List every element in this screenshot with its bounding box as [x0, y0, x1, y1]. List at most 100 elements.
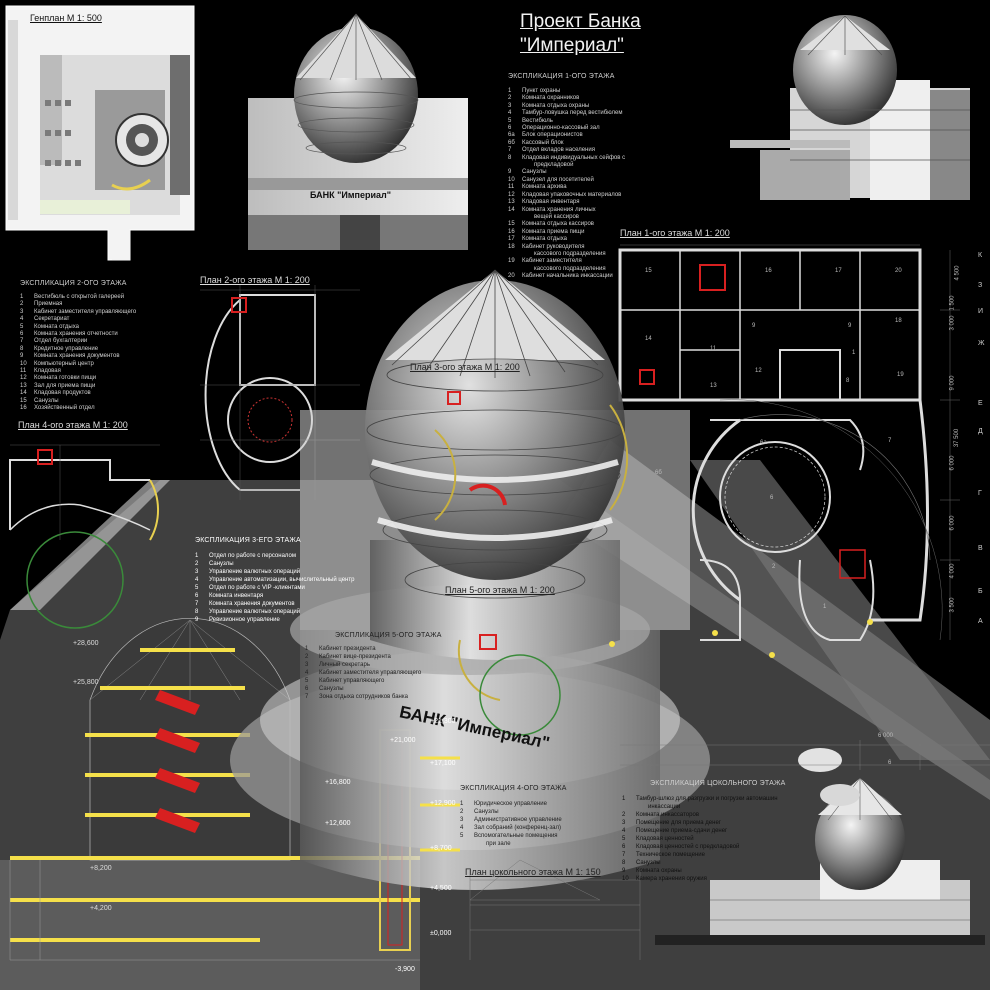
floor4-plan-drawing	[9, 444, 160, 629]
dimension-label: 9 000	[949, 375, 956, 391]
axis-letter: Д	[978, 428, 983, 435]
room-number: 6	[770, 495, 774, 501]
room-number: 2	[772, 564, 776, 570]
level-mark: +12,900	[430, 800, 456, 807]
expl1-title: ЭКСПЛИКАЦИЯ 1-ОГО ЭТАЖА	[508, 73, 615, 80]
level-mark: +12,600	[325, 820, 351, 827]
project-title-line2: "Империал"	[520, 35, 624, 56]
room-number: 15	[645, 268, 652, 274]
level-mark: +4,200	[90, 905, 112, 912]
floor1-plan-title: План 1-ого этажа М 1: 200	[620, 228, 730, 238]
level-mark: +21,000	[390, 737, 416, 744]
floor5-plan-title: План 5-ого этажа М 1: 200	[445, 585, 555, 595]
axis-letter: А	[978, 618, 983, 625]
dimension-label: 6 000	[949, 455, 956, 471]
room-number: 11	[710, 346, 717, 352]
room-number: 1	[823, 604, 827, 610]
side-elevation-drawing	[730, 15, 970, 200]
floor4-plan-title: План 4-ого этажа М 1: 200	[18, 420, 128, 430]
room-number: 6а	[760, 440, 767, 446]
bottom-right-render	[655, 748, 985, 945]
expl5-title: ЭКСПЛИКАЦИЯ 5-ОГО ЭТАЖА	[335, 632, 442, 639]
axis-letter: Ж	[978, 340, 985, 347]
floor1-bottom-dims	[620, 740, 990, 770]
dimension-label: 1 500	[949, 295, 956, 311]
axis-letter: Г	[978, 490, 982, 497]
level-mark: ±0,000	[430, 930, 452, 937]
genplan-title: Генплан М 1: 500	[30, 13, 102, 23]
axis-letter: В	[978, 545, 983, 552]
level-mark: +4,500	[430, 885, 452, 892]
room-number: 9	[752, 323, 756, 329]
dimension-label: 4 000	[949, 563, 956, 579]
expl0-title: ЭКСПЛИКАЦИЯ ЦОКОЛЬНОГО ЭТАЖА	[650, 780, 786, 787]
floor1-plan-drawing	[618, 244, 960, 641]
level-mark: +21,300	[430, 718, 456, 725]
list-item: предкладовой	[534, 162, 574, 169]
dimension-label: 6 000	[949, 515, 956, 531]
level-mark: +8,200	[90, 865, 112, 872]
list-item: инкассации	[648, 804, 681, 810]
room-number: 13	[710, 383, 717, 389]
dimension-label: 3 500	[949, 597, 956, 613]
axis-letter: Б	[978, 588, 983, 595]
project-title-line1: Проект Банка	[520, 11, 641, 32]
level-mark: +25,800	[73, 679, 99, 686]
room-number: 16	[765, 268, 772, 274]
expl4-title: ЭКСПЛИКАЦИЯ 4-ОГО ЭТАЖА	[460, 785, 567, 792]
room-number: 7	[888, 438, 892, 444]
room-number: 12	[755, 368, 762, 374]
level-mark: +16,800	[325, 779, 351, 786]
room-number: 20	[895, 268, 902, 274]
basement-plan-title: План цокольного этажа М 1: 150	[465, 867, 601, 877]
expl2-title: ЭКСПЛИКАЦИЯ 2-ОГО ЭТАЖА	[20, 280, 127, 287]
facade-sign: БАНК "Империал"	[310, 190, 391, 200]
axis-letter: К	[978, 252, 983, 259]
expl3-title: ЭКСПЛИКАЦИЯ 3-ЕГО ЭТАЖА	[195, 537, 301, 544]
room-number: 8	[846, 378, 850, 384]
floor3-plan-title: План 3-ого этажа М 1: 200	[410, 362, 520, 372]
